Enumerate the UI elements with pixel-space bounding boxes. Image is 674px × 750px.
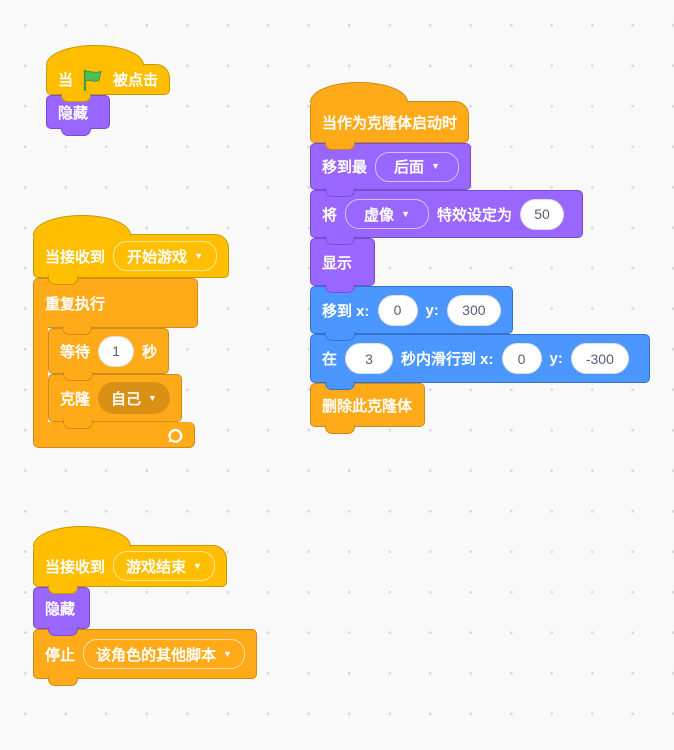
dropdown-arrow-icon: ▼ <box>148 392 157 403</box>
show-label: 显示 <box>322 254 353 272</box>
go-to-back-layer-block[interactable]: 移到最 后面 ▼ <box>310 143 472 197</box>
forever-block-foot[interactable] <box>33 422 195 448</box>
create-clone-block[interactable]: 克隆 自己 ▼ <box>48 374 182 429</box>
effect-suffix-label: 特效设定为 <box>437 206 513 224</box>
notch-tab <box>61 127 91 136</box>
when-label: 当 <box>58 72 74 89</box>
when-receive-start-block[interactable]: 当接收到 开始游戏 ▼ <box>33 234 230 285</box>
notch-tab <box>63 372 93 381</box>
glide-x-input[interactable]: 0 <box>501 343 542 374</box>
when-clone-starts-label: 当作为克隆体启动时 <box>322 114 458 132</box>
notch-tab <box>48 276 78 285</box>
glide-block[interactable]: 在 3 秒内滑行到 x: 0 y: -300 <box>310 334 650 390</box>
hat-dome <box>310 82 408 103</box>
layer-option: 后面 <box>394 159 425 176</box>
go-to-layer-label: 移到最 <box>322 159 368 176</box>
goto-x-input[interactable]: 0 <box>377 294 418 326</box>
clone-target-dropdown[interactable]: 自己 ▼ <box>98 382 170 414</box>
broadcast-dropdown[interactable]: 游戏结束 ▼ <box>113 551 215 581</box>
notch-tab <box>63 420 93 429</box>
y-label: y: <box>425 301 439 319</box>
effect-dropdown[interactable]: 虚像 ▼ <box>345 199 430 229</box>
when-receive-label: 当接收到 <box>45 558 106 576</box>
hat-dome <box>33 526 131 547</box>
forever-label: 重复执行 <box>45 295 106 313</box>
when-clone-starts-block[interactable]: 当作为克隆体启动时 <box>310 101 470 150</box>
dropdown-arrow-icon: ▼ <box>193 560 202 571</box>
notch-tab <box>61 93 91 102</box>
hide-label: 隐藏 <box>58 104 89 122</box>
broadcast-message: 开始游戏 <box>127 248 188 266</box>
glide-mid-label: 秒内滑行到 x: <box>401 351 494 368</box>
when-receive-label: 当接收到 <box>45 248 106 266</box>
forever-block[interactable]: 重复执行 <box>33 278 198 335</box>
notch-tab <box>325 236 355 245</box>
notch-tab <box>325 284 355 293</box>
glide-secs-input[interactable]: 3 <box>345 343 394 374</box>
hat-dome <box>33 215 131 236</box>
notch-tab <box>325 188 355 197</box>
stop-target: 该角色的其他脚本 <box>96 646 217 664</box>
loop-arrow-icon <box>168 428 183 443</box>
notch-tab <box>48 627 78 636</box>
effect-option: 虚像 <box>364 206 395 224</box>
glide-y-input[interactable]: -300 <box>570 343 629 374</box>
stop-target-dropdown[interactable]: 该角色的其他脚本 ▼ <box>83 639 245 669</box>
clicked-label: 被点击 <box>113 72 159 89</box>
hat-dome <box>46 45 144 66</box>
wait-duration-input[interactable]: 1 <box>98 335 135 367</box>
effect-value-input[interactable]: 50 <box>520 198 565 230</box>
notch-tab <box>48 585 78 594</box>
notch-tab <box>325 381 355 390</box>
broadcast-dropdown[interactable]: 开始游戏 ▼ <box>113 241 218 271</box>
set-effect-block[interactable]: 将 虚像 ▼ 特效设定为 50 <box>310 190 583 245</box>
wait-block[interactable]: 等待 1 秒 <box>48 328 170 381</box>
notch-tab <box>325 425 355 434</box>
wait-label: 等待 <box>60 343 91 361</box>
when-flag-clicked-block[interactable]: 当 被点击 <box>46 64 171 102</box>
goto-xy-block[interactable]: 移到 x: 0 y: 300 <box>310 286 513 341</box>
broadcast-message: 游戏结束 <box>126 558 187 576</box>
goto-y-input[interactable]: 300 <box>446 294 501 326</box>
show-block[interactable]: 显示 <box>310 238 375 293</box>
hide-block[interactable]: 隐藏 <box>33 587 90 636</box>
notch-tab <box>48 677 78 686</box>
dropdown-arrow-icon: ▼ <box>194 250 203 261</box>
forever-block-wall[interactable] <box>33 327 48 422</box>
y-label: y: <box>549 350 563 367</box>
delete-clone-label: 删除此克隆体 <box>322 397 413 415</box>
goto-label: 移到 x: <box>322 302 370 320</box>
notch-tab <box>325 141 355 150</box>
hide-label: 隐藏 <box>45 600 76 618</box>
green-flag-icon <box>83 69 102 91</box>
clone-target: 自己 <box>111 390 142 408</box>
set-label: 将 <box>322 206 338 224</box>
notch-tab <box>325 332 355 341</box>
layer-dropdown[interactable]: 后面 ▼ <box>375 151 460 182</box>
dropdown-arrow-icon: ▼ <box>401 208 410 219</box>
glide-in-label: 在 <box>322 351 338 368</box>
stop-block[interactable]: 停止 该角色的其他脚本 ▼ <box>33 629 257 686</box>
delete-clone-block[interactable]: 删除此克隆体 <box>310 383 425 434</box>
notch-tab <box>62 326 92 335</box>
seconds-label: 秒 <box>142 343 158 361</box>
dropdown-arrow-icon: ▼ <box>431 161 440 171</box>
dropdown-arrow-icon: ▼ <box>223 648 232 659</box>
clone-label: 克隆 <box>60 390 91 408</box>
stop-label: 停止 <box>45 646 76 664</box>
when-receive-gameover-block[interactable]: 当接收到 游戏结束 ▼ <box>33 545 227 594</box>
